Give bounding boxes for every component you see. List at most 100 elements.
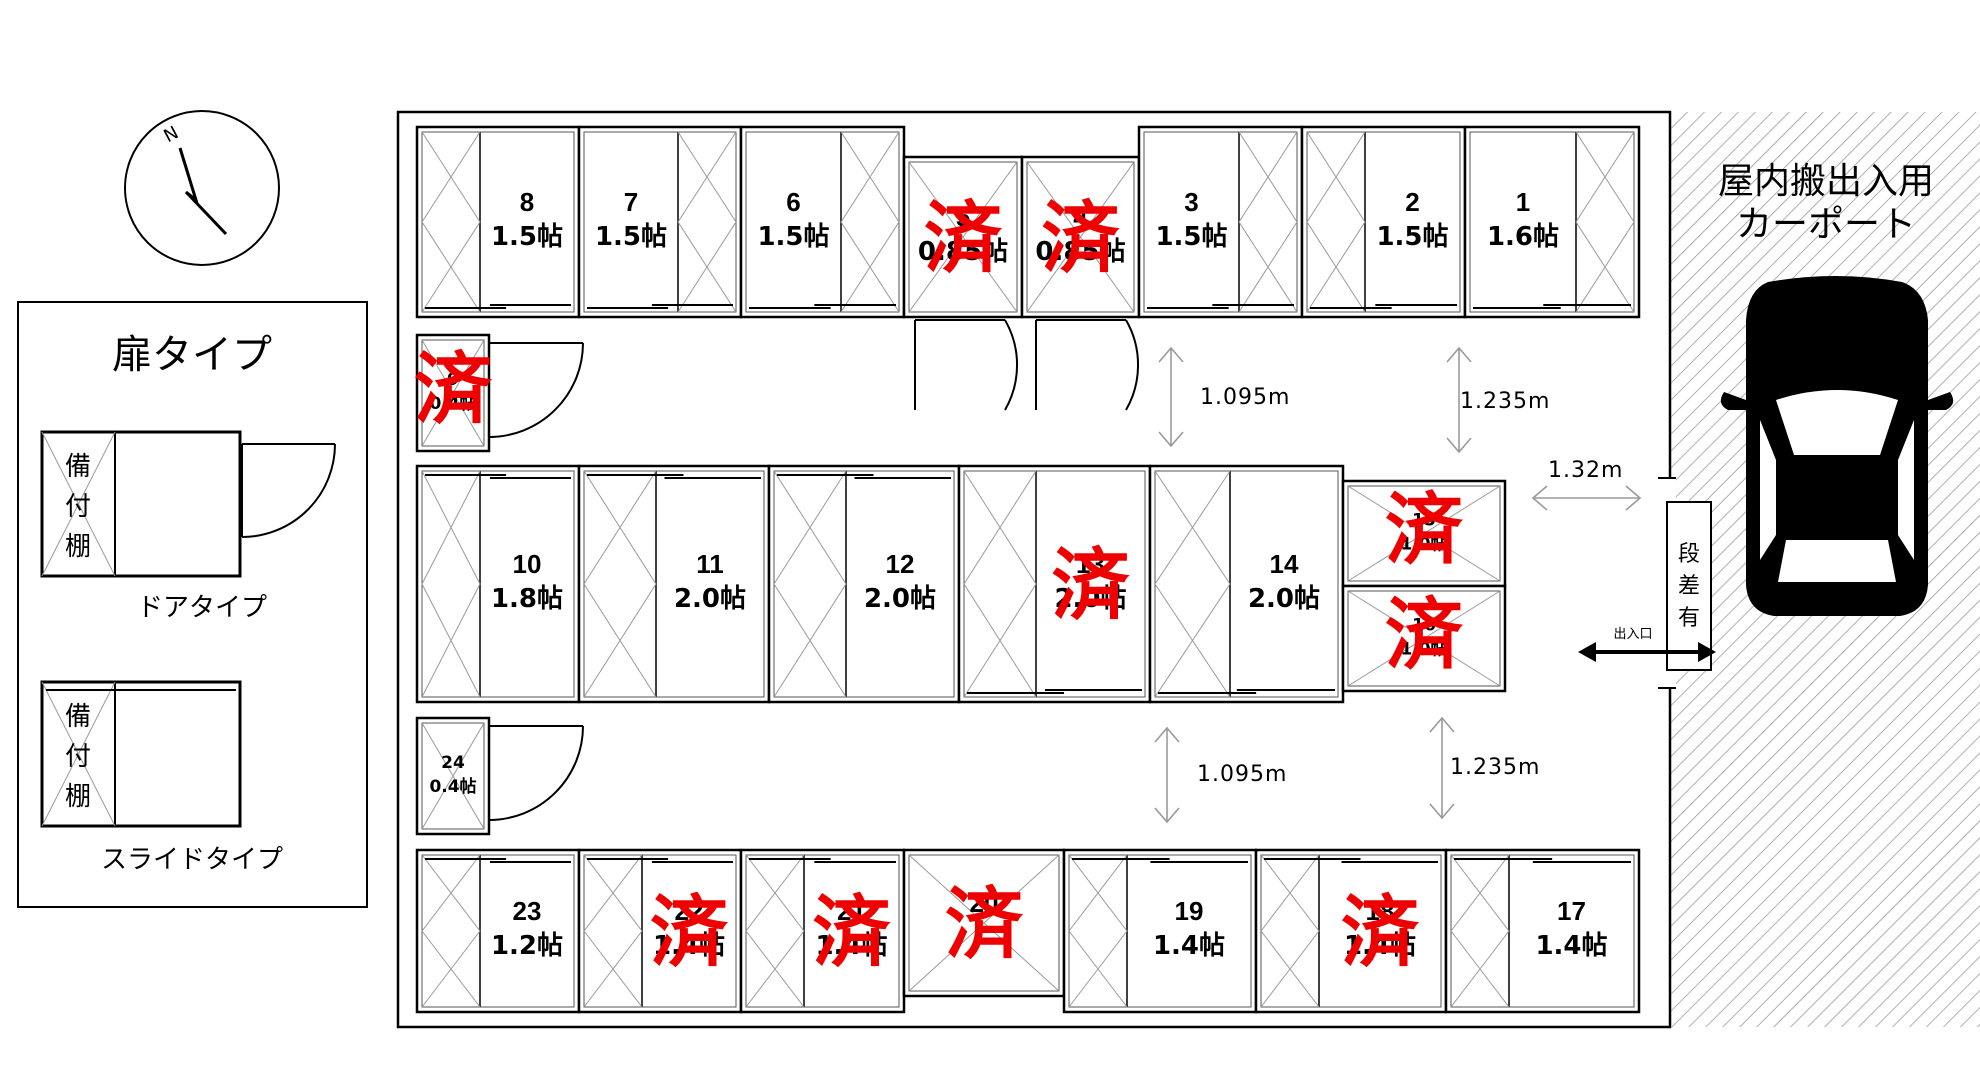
unit-size: 0.85帖	[918, 237, 1008, 267]
legend-title: 扉タイプ	[112, 332, 272, 378]
storage-unit[interactable]: 11.6帖	[1463, 125, 1641, 319]
step-box: 段 差 有	[1666, 501, 1712, 671]
step-char-2: 差	[1678, 574, 1700, 599]
legend-shelf-char-2: 付	[65, 742, 91, 772]
legend-door-caption: ドアタイプ	[137, 593, 267, 623]
storage-unit[interactable]: 31.5帖	[1137, 125, 1304, 319]
unit-size: 0.4帖	[429, 776, 476, 797]
unit-size: 2.0帖	[1054, 584, 1126, 614]
compass: N	[124, 110, 280, 266]
step-char-3: 有	[1678, 606, 1700, 631]
unit-size: 1.8帖	[491, 584, 563, 614]
storage-unit[interactable]: 16 1.0帖済	[1341, 584, 1507, 693]
storage-unit[interactable]: 90.4帖済	[414, 333, 493, 453]
carport-label-line2: カーポート	[1736, 204, 1916, 245]
unit-size: 1.0帖	[1400, 534, 1447, 555]
sold-mark: 済	[812, 888, 891, 978]
storage-unit[interactable]: 6 1.5帖	[739, 125, 906, 319]
sold-mark: 済	[924, 194, 1003, 284]
unit-number: 16	[1412, 616, 1436, 636]
carport-label-line1: 屋内搬出入用	[1718, 161, 1934, 202]
entrance-arrow-icon	[1578, 642, 1716, 662]
compass-north-label: N	[160, 122, 182, 147]
unit-size: 1.5帖	[757, 222, 829, 252]
storage-unit[interactable]: 21.5帖	[1300, 125, 1467, 319]
unit-size: 1.4帖	[1535, 931, 1607, 961]
dim-aisle-bottom-right: 1.235m	[1450, 755, 1540, 780]
unit-number: 11	[696, 549, 724, 579]
storage-unit[interactable]: 211.4帖済	[739, 848, 906, 1014]
unit-number: 9	[447, 370, 459, 390]
storage-unit[interactable]: 18 1.4帖済	[1254, 848, 1448, 1014]
sold-mark: 済	[1341, 888, 1420, 978]
legend-shelf-char-1: 備	[65, 452, 91, 482]
unit-size: 1.4帖	[1344, 931, 1416, 961]
storage-unit[interactable]: 71.5帖	[577, 125, 743, 319]
unit-number: 19	[1175, 896, 1204, 926]
legend-door-type: 備 付 棚	[40, 430, 336, 578]
door-swing	[1036, 319, 1140, 411]
door-swing	[915, 319, 1019, 411]
unit-size: 1.4帖	[653, 931, 725, 961]
unit-size: 1.2帖	[491, 931, 563, 961]
dimension-arrows	[1154, 346, 1642, 824]
unit-number: 5	[956, 202, 970, 232]
storage-unit[interactable]: 81.5帖	[415, 125, 581, 319]
dim-aisle-top-right: 1.235m	[1460, 389, 1550, 414]
unit-number: 24	[441, 753, 465, 773]
unit-number: 2	[1405, 187, 1419, 217]
unit-number: 4	[1073, 202, 1088, 232]
storage-unit[interactable]: 11 2.0帖	[577, 464, 771, 704]
car-icon	[1720, 276, 1954, 616]
unit-number: 14	[1270, 549, 1299, 579]
sold-mark: 済	[1041, 194, 1120, 284]
sold-mark: 済	[1051, 541, 1130, 631]
storage-unit[interactable]: 23 1.2帖	[415, 848, 581, 1014]
unit-number: 15	[1412, 511, 1436, 531]
step-char-1: 段	[1678, 542, 1700, 567]
legend-shelf-char-3: 棚	[65, 532, 91, 562]
unit-size: 2.0帖	[1248, 584, 1320, 614]
sold-mark: 済	[945, 880, 1024, 970]
storage-unit[interactable]: 19 1.4帖	[1062, 848, 1258, 1014]
dim-aisle-bottom-left: 1.095m	[1197, 762, 1287, 787]
sold-mark: 済	[414, 345, 493, 435]
legend-shelf-char-2: 付	[65, 492, 91, 522]
unit-number: 6	[786, 187, 800, 217]
unit-size: 1.4帖	[815, 931, 887, 961]
sold-mark: 済	[1385, 486, 1464, 576]
storage-unit[interactable]: 22 1.4帖済	[577, 848, 743, 1014]
storage-unit[interactable]: 17 1.4帖	[1444, 848, 1641, 1014]
unit-number: 13	[1076, 549, 1105, 579]
unit-size: 1.5帖	[1155, 222, 1227, 252]
storage-unit[interactable]: 14 2.0帖	[1148, 464, 1345, 704]
storage-unit[interactable]: 15 1.0帖済	[1341, 479, 1507, 588]
unit-number: 17	[1557, 896, 1586, 926]
unit-size: 1.0帖	[1400, 639, 1447, 660]
unit-size: 1.4帖	[1153, 931, 1225, 961]
legend-box: 扉タイプ 備 付 棚 ドアタイプ 備 付 棚 スライドタイプ	[17, 301, 368, 908]
unit-number: 18	[1366, 896, 1395, 926]
storage-unit[interactable]: 20済	[902, 848, 1066, 998]
unit-number: 23	[513, 896, 542, 926]
legend-slide-caption: スライドタイプ	[101, 845, 283, 875]
storage-unit[interactable]: 101.8帖	[415, 464, 581, 704]
unit-number: 8	[520, 187, 534, 217]
unit-size: 2.0帖	[864, 584, 936, 614]
unit-number: 7	[624, 187, 638, 217]
unit-size: 2.0帖	[674, 584, 746, 614]
storage-unit[interactable]: 122.0帖	[767, 464, 961, 704]
dim-aisle-top-left: 1.095m	[1200, 385, 1290, 410]
unit-number: 1	[1516, 187, 1530, 217]
storage-unit[interactable]: 24 0.4帖	[415, 716, 491, 836]
unit-number: 22	[675, 896, 704, 926]
sold-mark: 済	[1385, 591, 1464, 681]
unit-size: 0.85帖	[1035, 237, 1125, 267]
dim-entrance-gap: 1.32m	[1548, 458, 1623, 483]
sold-mark: 済	[650, 888, 729, 978]
storage-unit[interactable]: 13 2.0帖済	[957, 464, 1152, 704]
